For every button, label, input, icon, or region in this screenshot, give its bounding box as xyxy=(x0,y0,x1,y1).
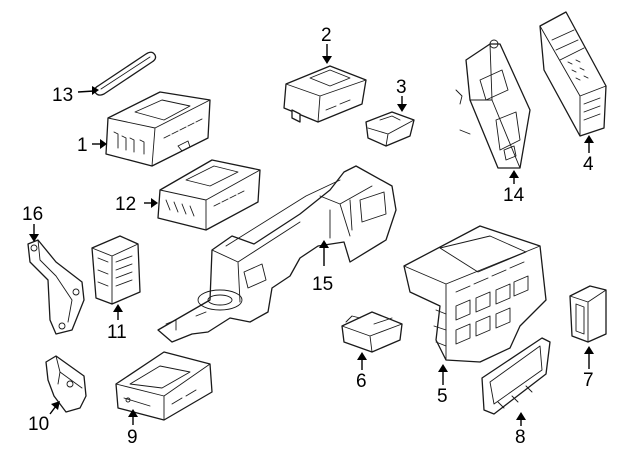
part-6-relay xyxy=(341,311,403,353)
part-3-sensor xyxy=(365,111,415,147)
part-7-module xyxy=(569,285,607,343)
part-8-cover xyxy=(481,337,551,415)
part-16-bracket xyxy=(27,239,85,335)
part-4-unit xyxy=(539,11,607,137)
part-11-relay-block xyxy=(91,235,141,305)
callout-11: 11 xyxy=(107,322,127,343)
callout-12: 12 xyxy=(115,194,136,215)
callout-labels: 13 1 2 3 4 5 6 7 8 9 10 11 12 16 14 15 xyxy=(22,25,594,448)
callout-13: 13 xyxy=(52,85,73,106)
leader-lines xyxy=(29,44,594,426)
callout-5: 5 xyxy=(437,386,448,407)
part-5-fuse-box xyxy=(403,225,547,363)
callout-16: 16 xyxy=(22,204,43,225)
callout-1: 1 xyxy=(77,135,88,156)
callout-10: 10 xyxy=(28,414,49,435)
callout-3: 3 xyxy=(396,77,407,98)
part-15-frame xyxy=(157,165,397,343)
part-14-bracket xyxy=(455,39,531,169)
part-1-module xyxy=(105,91,211,167)
part-13-strap xyxy=(94,51,157,96)
part-2-module xyxy=(283,65,367,123)
callout-6: 6 xyxy=(356,371,367,392)
callout-2: 2 xyxy=(321,25,332,46)
part-10-clip xyxy=(45,355,87,413)
callout-15: 15 xyxy=(312,274,333,295)
part-9-module xyxy=(115,351,213,421)
callout-9: 9 xyxy=(127,427,138,448)
callout-7: 7 xyxy=(583,370,594,391)
callout-8: 8 xyxy=(515,427,526,448)
callout-14: 14 xyxy=(503,185,525,206)
callout-4: 4 xyxy=(583,154,594,175)
part-12-module xyxy=(157,159,261,231)
